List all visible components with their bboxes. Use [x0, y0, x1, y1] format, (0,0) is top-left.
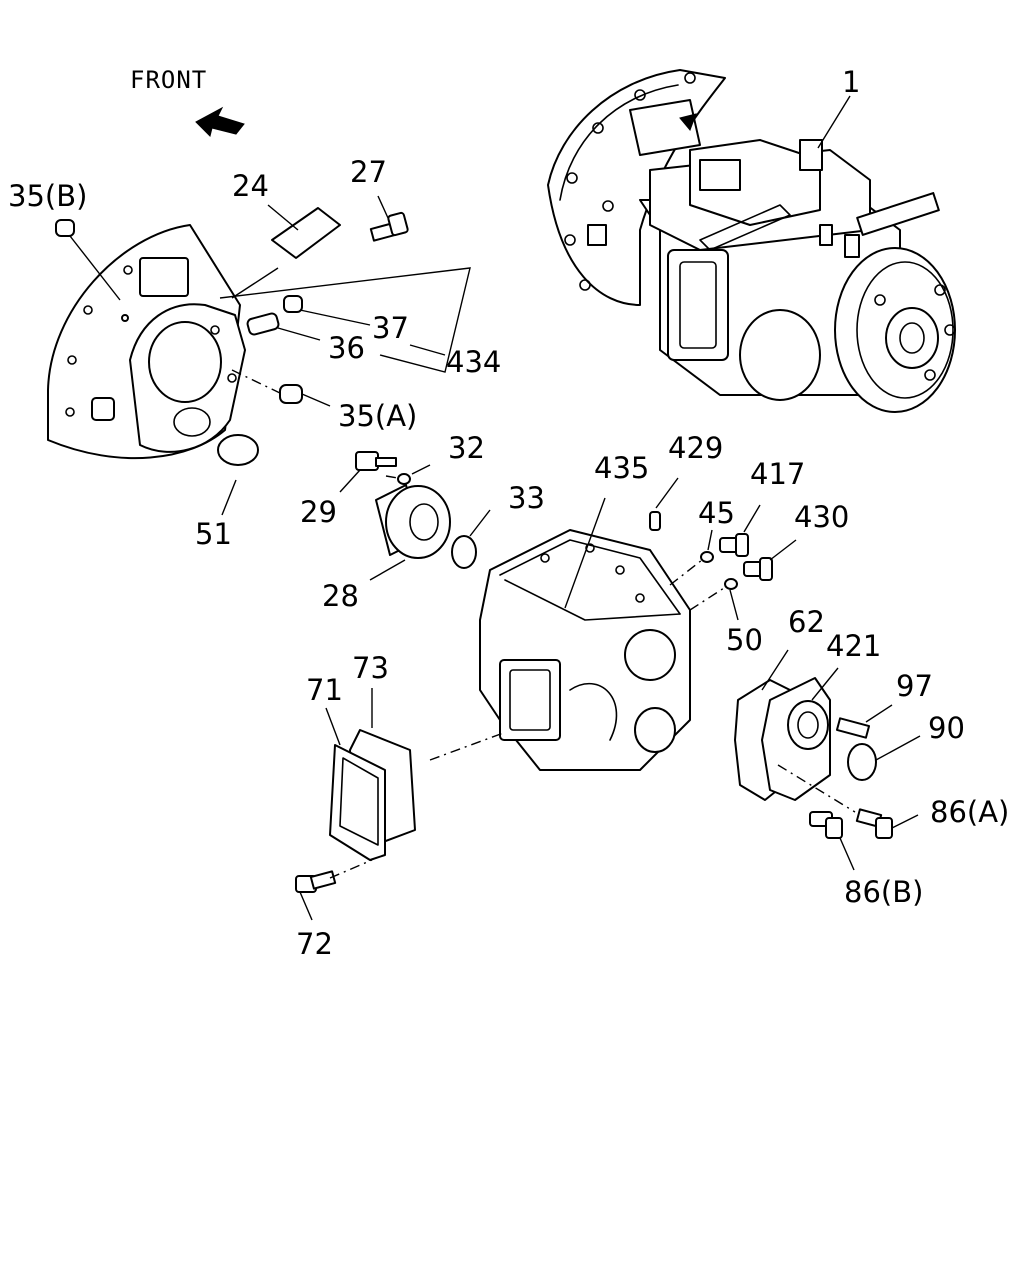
part-35b-nut [55, 219, 75, 237]
callout-421: 421 [826, 629, 881, 663]
part-72-bolt [295, 870, 337, 893]
callout-45: 45 [698, 496, 735, 530]
part-32-ring [397, 473, 411, 485]
callout-62: 62 [788, 605, 825, 639]
callout-1: 1 [842, 65, 860, 99]
callout-33: 33 [508, 481, 545, 515]
leader-lines [69, 95, 921, 921]
part-421-cover [761, 677, 831, 801]
clutch-housing-group [47, 224, 246, 460]
callout-51: 51 [195, 517, 232, 551]
part-51-cap [217, 434, 259, 466]
callout-24: 24 [232, 169, 269, 203]
callout-86b: 86(B) [844, 875, 923, 909]
part-50-ring [724, 578, 738, 590]
callout-430: 430 [794, 500, 849, 534]
callout-73: 73 [352, 651, 389, 685]
callout-37: 37 [372, 311, 409, 345]
callout-29: 29 [300, 495, 337, 529]
part-86a-bolt [855, 808, 893, 839]
callout-86a: 86(A) [930, 795, 1009, 829]
callout-27: 27 [350, 155, 387, 189]
part-36 [246, 312, 280, 336]
part-90-seal [847, 743, 877, 781]
callout-429: 429 [668, 431, 723, 465]
callout-71: 71 [306, 673, 343, 707]
part-33-seal [451, 535, 477, 569]
part-417-bolt [719, 533, 749, 557]
callout-35b: 35(B) [8, 179, 87, 213]
callout-28: 28 [322, 579, 359, 613]
callout-417: 417 [750, 457, 805, 491]
assembly-lines [231, 369, 856, 879]
part-86b-bolt [809, 811, 843, 839]
front-indicator: FRONT [130, 66, 245, 137]
part-430-bolt [743, 557, 773, 581]
part-37 [283, 295, 303, 313]
part-71-cover [329, 744, 386, 861]
part-97-bolt [835, 717, 871, 739]
front-arrow-icon [195, 106, 245, 137]
callout-97: 97 [896, 669, 933, 703]
part-27-bolt [369, 211, 409, 242]
part-45-ring [700, 551, 714, 563]
front-label: FRONT [130, 66, 207, 94]
part-29-bolt [355, 451, 397, 471]
callout-36: 36 [328, 331, 365, 365]
callout-50: 50 [726, 623, 763, 657]
callout-72: 72 [296, 927, 333, 961]
callout-435: 435 [594, 451, 649, 485]
transmission-assembly [547, 69, 956, 413]
part-435-case [479, 529, 691, 771]
callout-90: 90 [928, 711, 965, 745]
callout-labels: 1 35(B) 24 27 37 36 434 35(A) 51 32 29 3… [8, 65, 1009, 961]
callout-434: 434 [446, 345, 501, 379]
part-28-retainer [375, 484, 451, 559]
callout-35a: 35(A) [338, 399, 417, 433]
part-429-pin [649, 511, 661, 531]
part-35a-nut [279, 384, 303, 404]
part-24 [271, 207, 341, 259]
callout-32: 32 [448, 431, 485, 465]
